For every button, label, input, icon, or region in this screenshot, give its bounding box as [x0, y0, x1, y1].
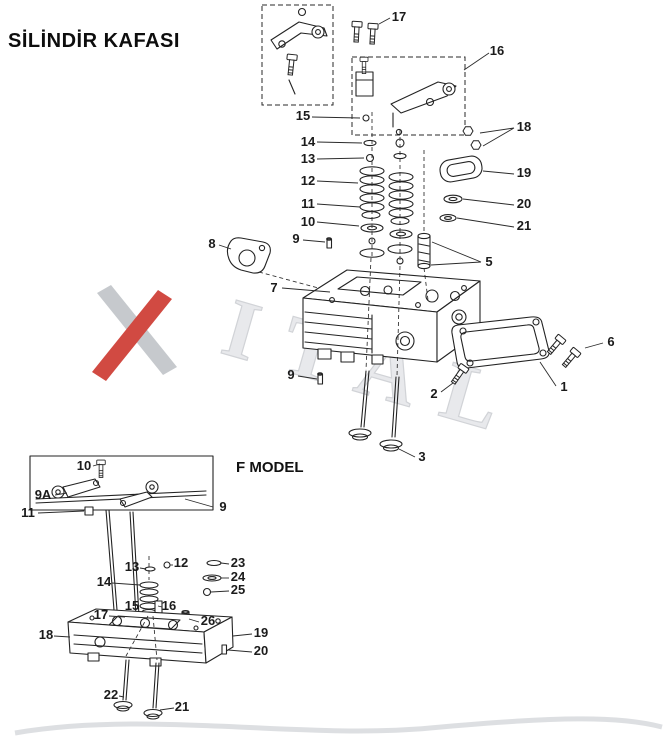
- rocker-assembly-box: [351, 56, 466, 136]
- valve-spring-icon: [388, 172, 414, 218]
- stud-lower: [317, 372, 324, 385]
- f-cylinder-head: [67, 608, 234, 667]
- f-callout-12: 12: [174, 555, 188, 570]
- callout-17: 17: [392, 9, 406, 24]
- head-gasket: [451, 316, 550, 369]
- f-callout-23: 23: [231, 555, 245, 570]
- f-callout-11: 11: [21, 505, 35, 520]
- f-callout-16: 16: [162, 598, 176, 613]
- callout-9-lower: 9: [287, 367, 294, 382]
- logo-red-band: [92, 290, 172, 381]
- callout-12: 12: [301, 173, 315, 188]
- f-callout-17: 17: [94, 607, 108, 622]
- callout-7: 7: [270, 280, 277, 295]
- f-rocker-box: [29, 455, 214, 516]
- callout-19: 19: [517, 165, 531, 180]
- callout-16: 16: [490, 43, 504, 58]
- callout-18: 18: [517, 119, 531, 134]
- callout-2: 2: [430, 386, 437, 401]
- f-callout-13: 13: [125, 559, 139, 574]
- rocker-assembly-alt-box: [261, 4, 334, 106]
- callout-15: 15: [296, 108, 310, 123]
- leader-lines: [218, 17, 604, 458]
- f-callouts: 10 9A 11 9 13 12 23 24 14 25 15 16 17 26…: [21, 458, 268, 714]
- side-plate: [226, 237, 323, 290]
- callout-13: 13: [301, 151, 315, 166]
- f-callout-20: 20: [254, 643, 268, 658]
- callout-11: 11: [301, 196, 315, 211]
- stud-upper: [326, 237, 333, 249]
- f-callout-10: 10: [77, 458, 91, 473]
- cover-plate: [439, 155, 483, 183]
- f-rocker-right: [119, 480, 159, 508]
- callout-20: 20: [517, 196, 531, 211]
- watermark-swoosh: [14, 716, 663, 736]
- f-model-label: F MODEL: [236, 459, 304, 476]
- callout-9-upper: 9: [292, 231, 299, 246]
- f-callout-25: 25: [231, 582, 245, 597]
- callout-1: 1: [560, 379, 567, 394]
- f-callout-19: 19: [254, 625, 268, 640]
- callout-3: 3: [418, 449, 425, 464]
- f-callout-21: 21: [175, 699, 189, 714]
- main-diagram: 17 16 15 14 13 12 11 10 18 19 20 21 8 9 …: [208, 4, 615, 464]
- f-callout-14: 14: [97, 574, 112, 589]
- f-callout-15: 15: [125, 598, 139, 613]
- callout-14: 14: [301, 134, 316, 149]
- valves: [348, 370, 403, 452]
- callout-8: 8: [208, 236, 215, 251]
- callout-21: 21: [517, 218, 531, 233]
- cylinder-head-block: [302, 269, 481, 365]
- f-callout-18: 18: [39, 627, 53, 642]
- rocker-bolts: [350, 20, 379, 45]
- f-callout-22: 22: [104, 687, 118, 702]
- f-callout-26: 26: [201, 613, 215, 628]
- f-model-diagram: 10 9A 11 9 13 12 23 24 14 25 15 16 17 26…: [21, 455, 268, 720]
- f-callout-9: 9: [219, 499, 226, 514]
- f-leader-lines: [37, 463, 253, 711]
- f-callout-9a: 9A: [35, 487, 52, 502]
- valve-guide: [417, 232, 431, 270]
- stud-nuts: [462, 126, 482, 150]
- callout-6: 6: [607, 334, 614, 349]
- main-callouts: 17 16 15 14 13 12 11 10 18 19 20 21 8 9 …: [208, 9, 614, 464]
- f-callout-24: 24: [231, 569, 246, 584]
- washer-20: [443, 194, 463, 204]
- callout-5: 5: [485, 254, 492, 269]
- callout-10: 10: [301, 214, 315, 229]
- valve-spring-stack-right: [387, 128, 414, 265]
- washer-21: [439, 214, 457, 222]
- f-push-rods: [105, 509, 140, 617]
- f-valves: [113, 659, 163, 720]
- page-title: SİLİNDİR KAFASI: [8, 29, 180, 52]
- assembly-centerlines: [365, 112, 429, 377]
- f-centerlines: [125, 556, 158, 661]
